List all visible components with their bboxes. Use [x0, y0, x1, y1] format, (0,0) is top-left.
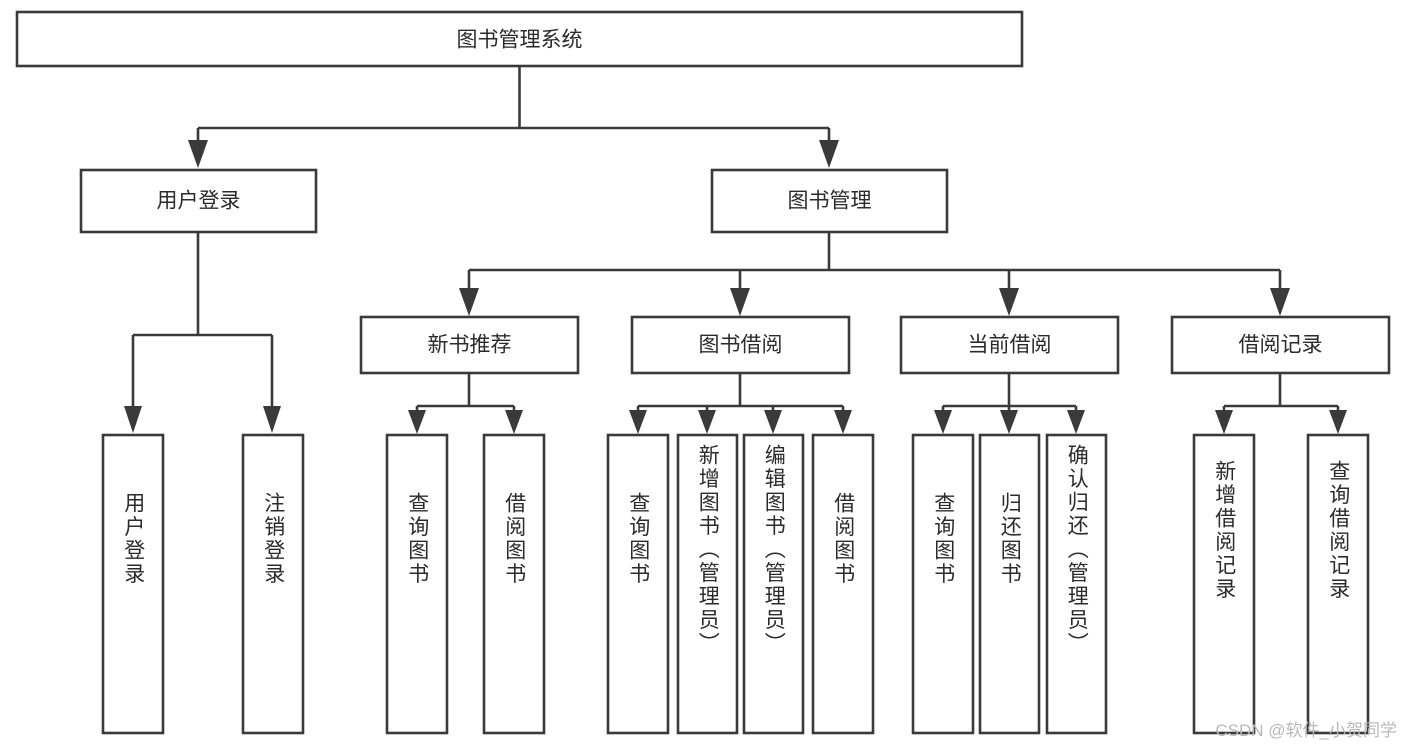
node-book-manage-label: 图书管理 — [788, 190, 872, 213]
node-root-label: 图书管理系统 — [457, 29, 583, 52]
leaf-box-borrow-book-1[interactable] — [482, 433, 546, 735]
node-user-login[interactable]: 用户登录 — [79, 168, 318, 234]
arrow-head-leaf-logout-login — [263, 406, 281, 433]
node-borrow-record[interactable]: 借阅记录 — [1170, 315, 1391, 375]
arrow-head-leaf-add-book — [698, 410, 716, 434]
csdn-watermark: CSDN @软件_小贺同学 — [1215, 721, 1397, 740]
leaf-box-confirm-return[interactable] — [1045, 433, 1108, 735]
leaf-box-query-book-3[interactable] — [911, 433, 975, 735]
arrow-head-borrow-record — [1270, 288, 1290, 316]
arrow-head-leaf-add-record — [1215, 410, 1233, 434]
arrow-head-leaf-query-record — [1329, 410, 1347, 434]
arrow-head-new-book-recommend — [459, 288, 479, 316]
node-book-borrow[interactable]: 图书借阅 — [630, 315, 851, 375]
arrow-head-leaf-query-book-1 — [408, 410, 426, 434]
leaf-box-query-book-1[interactable] — [385, 433, 449, 735]
leaf-box-query-record[interactable] — [1306, 433, 1370, 735]
arrow-head-leaf-confirm-return — [1067, 410, 1085, 434]
node-new-book-recommend-box[interactable] — [359, 315, 580, 375]
node-book-borrow-box[interactable] — [630, 315, 851, 375]
arrow-head-user-login — [188, 140, 208, 168]
node-borrow-record-box[interactable] — [1170, 315, 1391, 375]
node-borrow-record-label: 借阅记录 — [1239, 334, 1323, 357]
node-book-manage-box[interactable] — [710, 168, 949, 234]
arrow-head-leaf-borrow-book-2 — [834, 410, 852, 434]
node-new-book-recommend[interactable]: 新书推荐 — [359, 315, 580, 375]
arrow-head-leaf-borrow-book-1 — [505, 410, 523, 434]
connector-layer — [124, 66, 1347, 434]
leaf-box-layer — [101, 433, 1370, 735]
node-current-borrow[interactable]: 当前借阅 — [899, 315, 1120, 375]
node-root[interactable]: 图书管理系统 — [15, 10, 1024, 68]
node-current-borrow-box[interactable] — [899, 315, 1120, 375]
leaf-box-user-login[interactable] — [101, 433, 165, 735]
arrow-head-leaf-return-book — [1000, 410, 1018, 434]
arrow-head-leaf-query-book-2 — [629, 410, 647, 434]
arrow-head-leaf-edit-book — [764, 410, 782, 434]
leaf-box-query-book-2[interactable] — [606, 433, 670, 735]
node-user-login-label: 用户登录 — [157, 190, 241, 213]
leaf-box-edit-book[interactable] — [742, 433, 805, 735]
leaf-box-return-book[interactable] — [978, 433, 1041, 735]
leaf-box-borrow-book-2[interactable] — [811, 433, 875, 735]
node-new-book-recommend-label: 新书推荐 — [428, 334, 512, 357]
leaf-box-logout-login[interactable] — [241, 433, 305, 735]
node-user-login-box[interactable] — [79, 168, 318, 234]
leaf-box-add-record[interactable] — [1192, 433, 1256, 735]
arrow-head-book-manage — [819, 140, 839, 168]
node-book-manage[interactable]: 图书管理 — [710, 168, 949, 234]
arrow-head-book-borrow — [730, 288, 750, 316]
node-book-borrow-label: 图书借阅 — [699, 334, 783, 357]
arrow-head-leaf-user-login — [124, 406, 142, 433]
arrow-head-current-borrow — [999, 288, 1019, 316]
node-current-borrow-label: 当前借阅 — [968, 334, 1052, 357]
node-root-box[interactable] — [15, 10, 1024, 68]
arrow-head-leaf-query-book-3 — [934, 410, 952, 434]
leaf-box-add-book[interactable] — [676, 433, 739, 735]
